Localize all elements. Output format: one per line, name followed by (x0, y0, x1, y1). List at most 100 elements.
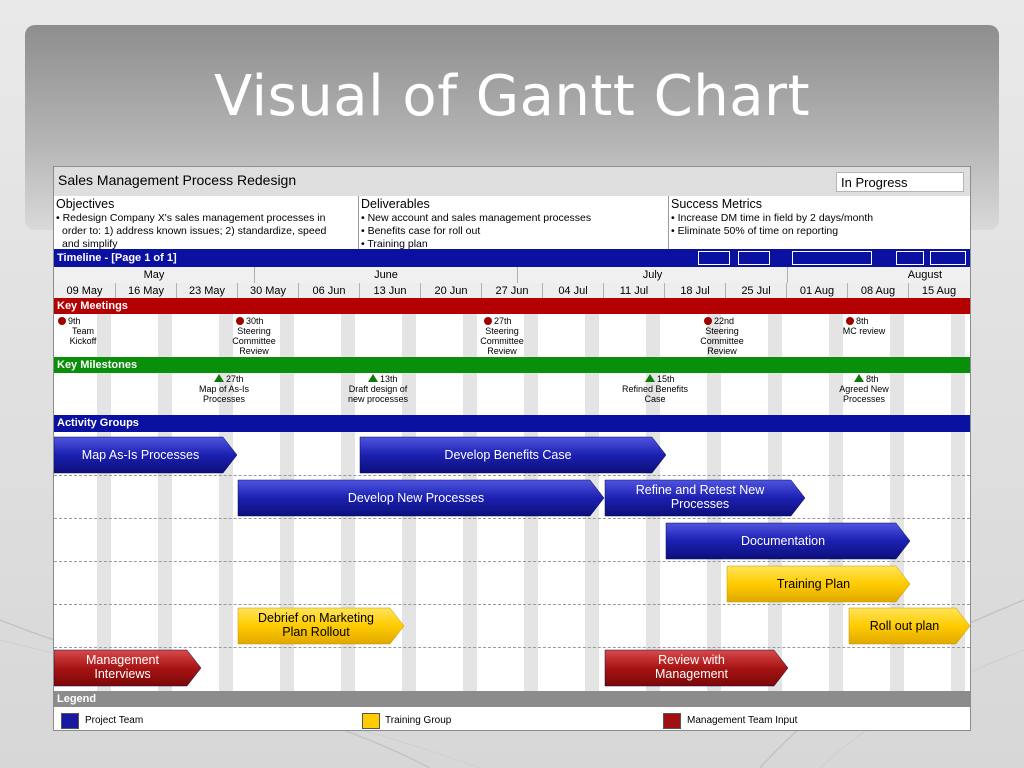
legend-swatch-training (362, 713, 380, 729)
slide-title: Visual of Gantt Chart (213, 64, 811, 129)
week-label: 15 Aug (908, 283, 969, 299)
month-label: July (517, 267, 787, 283)
meeting-date: 27th (494, 316, 512, 326)
project-name: Sales Management Process Redesign (58, 172, 297, 188)
zoom-in-icon[interactable] (792, 251, 872, 265)
week-label: 08 Aug (847, 283, 908, 299)
row-divider (54, 475, 970, 476)
week-label: 13 Jun (359, 283, 420, 299)
timeline-band: Timeline - [Page 1 of 1] (54, 249, 970, 267)
activity-label: Develop New Processes (348, 491, 484, 505)
week-label: 27 Jun (481, 283, 542, 299)
meeting-label: MC review (842, 326, 886, 336)
meeting-dot-icon (704, 317, 712, 325)
legend-band: Legend (54, 691, 970, 707)
week-label: 06 Jun (298, 283, 359, 299)
milestone-date: 27th (226, 374, 244, 384)
objectives-panel: Objectives • Redesign Company X's sales … (54, 196, 359, 250)
meeting-dot-icon (846, 317, 854, 325)
scroll-right-icon[interactable] (738, 251, 770, 265)
week-label: 18 Jul (664, 283, 725, 299)
status-field[interactable]: In Progress (836, 172, 964, 192)
activity-label: Develop Benefits Case (444, 448, 571, 462)
deliverables-line: • New account and sales management proce… (361, 212, 592, 224)
objectives-line: • Redesign Company X's sales management … (56, 212, 326, 224)
month-label: May (143, 269, 165, 281)
activity-label: Documentation (741, 534, 825, 548)
activity-label: Training Plan (777, 577, 850, 591)
activity-bars: Map As-Is Processes Develop Benefits Case… (54, 436, 970, 687)
scroll-left-icon[interactable] (698, 251, 730, 265)
deliverables-panel: Deliverables • New account and sales man… (359, 196, 669, 250)
milestone-triangle-icon (214, 374, 224, 382)
deliverables-line: • Benefits case for roll out (361, 225, 481, 237)
week-label: 30 May (237, 283, 298, 299)
milestone-triangle-icon (645, 374, 655, 382)
expand-icon[interactable] (930, 251, 966, 265)
meeting-date: 9th (68, 316, 81, 326)
metrics-title: Success Metrics (671, 197, 762, 211)
week-stripe (219, 314, 233, 691)
week-stripe (158, 314, 172, 691)
week-stripe (951, 314, 965, 691)
month-label: August (787, 267, 970, 283)
meeting-date: 8th (856, 316, 869, 326)
activity-bar[interactable] (604, 479, 806, 517)
milestone-date: 15th (657, 374, 675, 384)
week-label: 09 May (66, 285, 103, 297)
week-label: 23 May (176, 283, 237, 299)
meetings-band: Key Meetings (54, 298, 970, 314)
milestone-date: 13th (380, 374, 398, 384)
milestones-band: Key Milestones (54, 357, 970, 373)
activity-label: Roll out plan (870, 619, 940, 633)
activity-bar[interactable] (54, 649, 202, 687)
objectives-line: order to: 1) address known issues; 2) st… (62, 225, 327, 237)
activity-bar[interactable] (237, 479, 605, 517)
metrics-line: • Increase DM time in field by 2 days/mo… (671, 212, 874, 224)
activity-groups-band: Activity Groups (54, 415, 970, 432)
meeting-label: Steering Committee Review (700, 326, 744, 356)
week-label: 04 Jul (542, 283, 603, 299)
gantt-chart: Sales Management Process Redesign In Pro… (53, 166, 971, 731)
activity-bar[interactable] (54, 436, 238, 474)
week-label: 16 May (115, 283, 176, 299)
timeline-title: Timeline - [Page 1 of 1] (57, 252, 177, 264)
activity-bar[interactable] (359, 436, 667, 474)
milestone-label: Map of As-Is Processes (198, 384, 250, 404)
legend-swatch-project (61, 713, 79, 729)
meeting-dot-icon (484, 317, 492, 325)
activity-bar[interactable] (726, 565, 911, 603)
objectives-title: Objectives (56, 197, 115, 211)
week-label: 11 Jul (603, 283, 664, 299)
activity-bar[interactable] (848, 607, 970, 645)
objectives-line: and simplify (62, 238, 118, 250)
activity-bar[interactable] (665, 522, 911, 560)
milestone-date: 8th (866, 374, 879, 384)
zoom-out-icon[interactable] (896, 251, 924, 265)
activity-label: Map As-Is Processes (82, 448, 199, 462)
project-header (54, 167, 970, 196)
week-label: 25 Jul (725, 283, 786, 299)
activity-bar[interactable] (237, 607, 405, 645)
row-divider (54, 518, 970, 519)
meeting-label: Steering Committee Review (232, 326, 276, 356)
meeting-label: Team Kickoff (69, 326, 97, 346)
month-label: June (254, 267, 517, 283)
milestone-triangle-icon (368, 374, 378, 382)
activity-bar[interactable] (604, 649, 789, 687)
milestone-label: Agreed New Processes (839, 384, 889, 404)
